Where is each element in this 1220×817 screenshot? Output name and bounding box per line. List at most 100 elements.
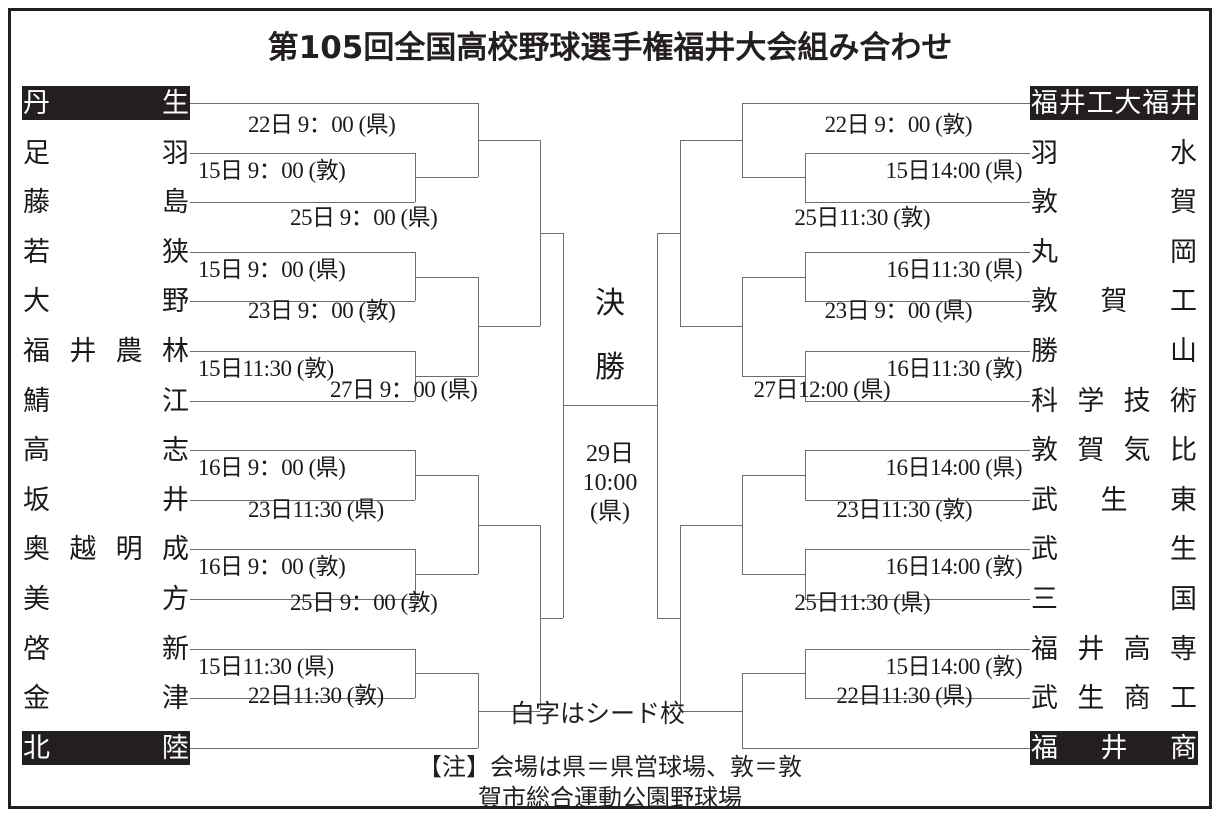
- team-name-char: 商: [1123, 683, 1151, 714]
- team-name: 敦賀気比: [1030, 433, 1198, 467]
- round1-join: [415, 450, 416, 500]
- match-label-round3: 25日11:30 (敦): [794, 205, 930, 231]
- team-name-char: 津: [162, 683, 189, 714]
- round1-feed-line: [805, 698, 1030, 700]
- round3-feed-line: [680, 326, 742, 328]
- team-name: 勝山: [1030, 334, 1198, 368]
- match-label-round2: 23日11:30 (県): [248, 496, 384, 522]
- round2-feed-line: [742, 103, 1030, 104]
- match-label-round2: 22日11:30 (敦): [248, 682, 384, 708]
- match-label-round2: 23日 9：00 (敦): [248, 298, 396, 324]
- team-name: 美方: [22, 582, 190, 616]
- team-name-char: 気: [1123, 435, 1151, 466]
- round1-feed-line: [190, 599, 415, 600]
- semifinal-feed-line: [540, 617, 563, 619]
- team-name-char: 金: [23, 683, 50, 714]
- round2-join: [742, 276, 743, 376]
- match-label-semifinal-right: 27日12:00 (県): [753, 377, 891, 402]
- team-name-char: 工: [1086, 88, 1114, 118]
- round1-feed-line: [190, 400, 415, 402]
- team-name-char: 奥: [23, 534, 50, 565]
- round1-feed-line: [805, 301, 1030, 303]
- team-name-char: 岡: [1170, 236, 1197, 267]
- team-name-char: 水: [1170, 137, 1197, 168]
- team-name-char: 鯖: [23, 385, 50, 416]
- round1-join: [805, 152, 806, 203]
- team-name-seeded: 福井工大福井: [1030, 86, 1198, 120]
- round3-join: [680, 524, 681, 711]
- round2-feed-line: [415, 475, 478, 476]
- footnote-line1: 【注】会場は県＝県営球場、敦＝敦: [418, 753, 802, 781]
- match-label-round3: 25日 9：00 (県): [290, 205, 438, 231]
- team-name: 藤島: [22, 185, 190, 219]
- team-name-char: 志: [162, 435, 189, 466]
- team-name-char: 科: [1031, 385, 1058, 416]
- team-name-char: 野: [162, 286, 189, 317]
- round1-feed-line: [805, 152, 1030, 154]
- round1-feed-line: [190, 301, 415, 303]
- team-name: 高志: [22, 433, 190, 467]
- team-name-char: 敦: [1031, 187, 1058, 218]
- team-name-char: 武: [1031, 534, 1058, 565]
- team-name-char: 井: [1077, 633, 1105, 664]
- round2-feed-line: [742, 673, 805, 675]
- team-name-char: 農: [115, 336, 143, 366]
- team-name-char: 福: [23, 336, 50, 366]
- team-name-seeded: 丹生: [22, 86, 190, 120]
- final-time-line3: (県): [590, 499, 630, 525]
- match-label-round2: 23日 9：00 (県): [824, 298, 973, 324]
- team-name-char: 学: [1077, 385, 1105, 416]
- team-name-char: 専: [1169, 633, 1197, 664]
- round1-feed-line: [190, 648, 415, 650]
- team-name: 三国: [1030, 582, 1198, 616]
- round1-feed-line: [190, 202, 415, 204]
- team-name-char: 方: [162, 584, 189, 614]
- round2-feed-line: [415, 177, 478, 179]
- team-name-char: 井: [1100, 732, 1128, 763]
- semifinal-feed-line: [657, 233, 680, 235]
- team-name-char: 生: [162, 88, 189, 118]
- team-name-char: 福: [1031, 88, 1058, 118]
- team-name-char: 高: [23, 435, 50, 466]
- round1-feed-line: [190, 549, 415, 551]
- match-label-round1: 15日11:30 (敦): [196, 354, 336, 384]
- team-name-char: 新: [162, 633, 189, 664]
- team-name-char: 工: [1169, 683, 1197, 714]
- page-title: 第105回全国高校野球選手権福井大会組み合わせ: [267, 30, 953, 66]
- team-name-char: 三: [1031, 584, 1058, 614]
- round3-feed-line: [478, 524, 540, 526]
- team-name-char: 坂: [23, 484, 50, 515]
- team-name: 啓新: [22, 632, 190, 666]
- match-label-round1: 16日 9：00 (敦): [196, 552, 348, 583]
- round1-join: [805, 251, 806, 302]
- team-name-char: 賀: [1077, 435, 1105, 466]
- round2-feed-line: [742, 475, 805, 476]
- team-name: 敦賀工: [1030, 284, 1198, 318]
- team-name-char: 井: [1169, 88, 1197, 118]
- team-name-char: 啓: [23, 633, 50, 664]
- team-name: 坂井: [22, 483, 190, 517]
- team-name-char: 井: [162, 484, 189, 515]
- round2-feed-line: [415, 673, 478, 675]
- match-label-round1: 16日11:30 (県): [884, 254, 1024, 285]
- team-name: 敦賀: [1030, 185, 1198, 219]
- team-name-char: 商: [1170, 732, 1197, 763]
- team-name-char: 大: [1114, 88, 1142, 118]
- team-name-char: 福: [1142, 88, 1170, 118]
- team-name-char: 江: [162, 385, 189, 416]
- team-name-char: 工: [1170, 286, 1197, 317]
- match-label-round1: 16日14:00 (県): [883, 453, 1024, 484]
- team-name-char: 若: [23, 236, 50, 267]
- round1-feed-line: [805, 499, 1030, 501]
- match-label-round3: 25日 9：00 (敦): [290, 589, 438, 615]
- team-name-char: 羽: [162, 137, 189, 168]
- match-label-round1: 16日 9：00 (県): [196, 453, 348, 484]
- round3-feed-line: [478, 710, 540, 712]
- match-label-round1: 15日14:00 (県): [883, 155, 1024, 186]
- match-label-round1: 15日 9：00 (敦): [196, 155, 348, 186]
- team-name-char: 生: [1077, 683, 1105, 714]
- round2-feed-line: [190, 103, 478, 104]
- team-name-char: 国: [1170, 584, 1197, 614]
- match-label-round1: 16日11:30 (敦): [884, 354, 1024, 384]
- team-name-char: 術: [1169, 385, 1197, 416]
